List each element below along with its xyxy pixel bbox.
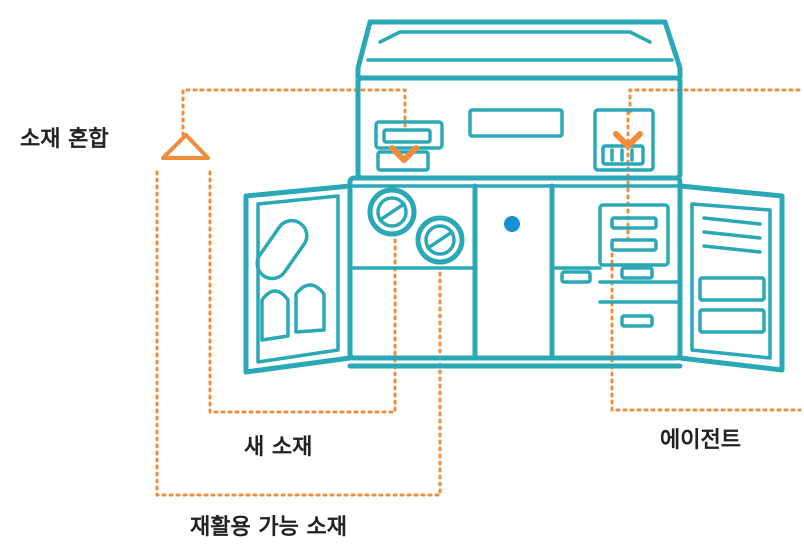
label-new-material: 새 소재 [244, 435, 313, 460]
label-material-mixing: 소재 혼합 [20, 127, 109, 152]
chevron-down-icon [613, 131, 643, 149]
build-chamber [355, 75, 683, 181]
hp-logo-icon [504, 216, 520, 232]
flow-line-recyclable [155, 170, 442, 497]
left-door [243, 183, 353, 375]
printer-cabinet [347, 175, 683, 361]
flow-line-agent-lower [610, 238, 802, 412]
right-door [677, 183, 785, 373]
printer-lid [355, 19, 683, 81]
flow-line-new-material [208, 170, 397, 414]
chevron-down-icon [389, 145, 419, 163]
triangle-mixer-icon [161, 133, 210, 160]
flow-line-agent [628, 88, 802, 114]
label-recyclable-material: 재활용 가능 소재 [190, 515, 347, 540]
label-agent: 에이전트 [660, 428, 741, 453]
flow-line-mixing-top [181, 88, 407, 137]
